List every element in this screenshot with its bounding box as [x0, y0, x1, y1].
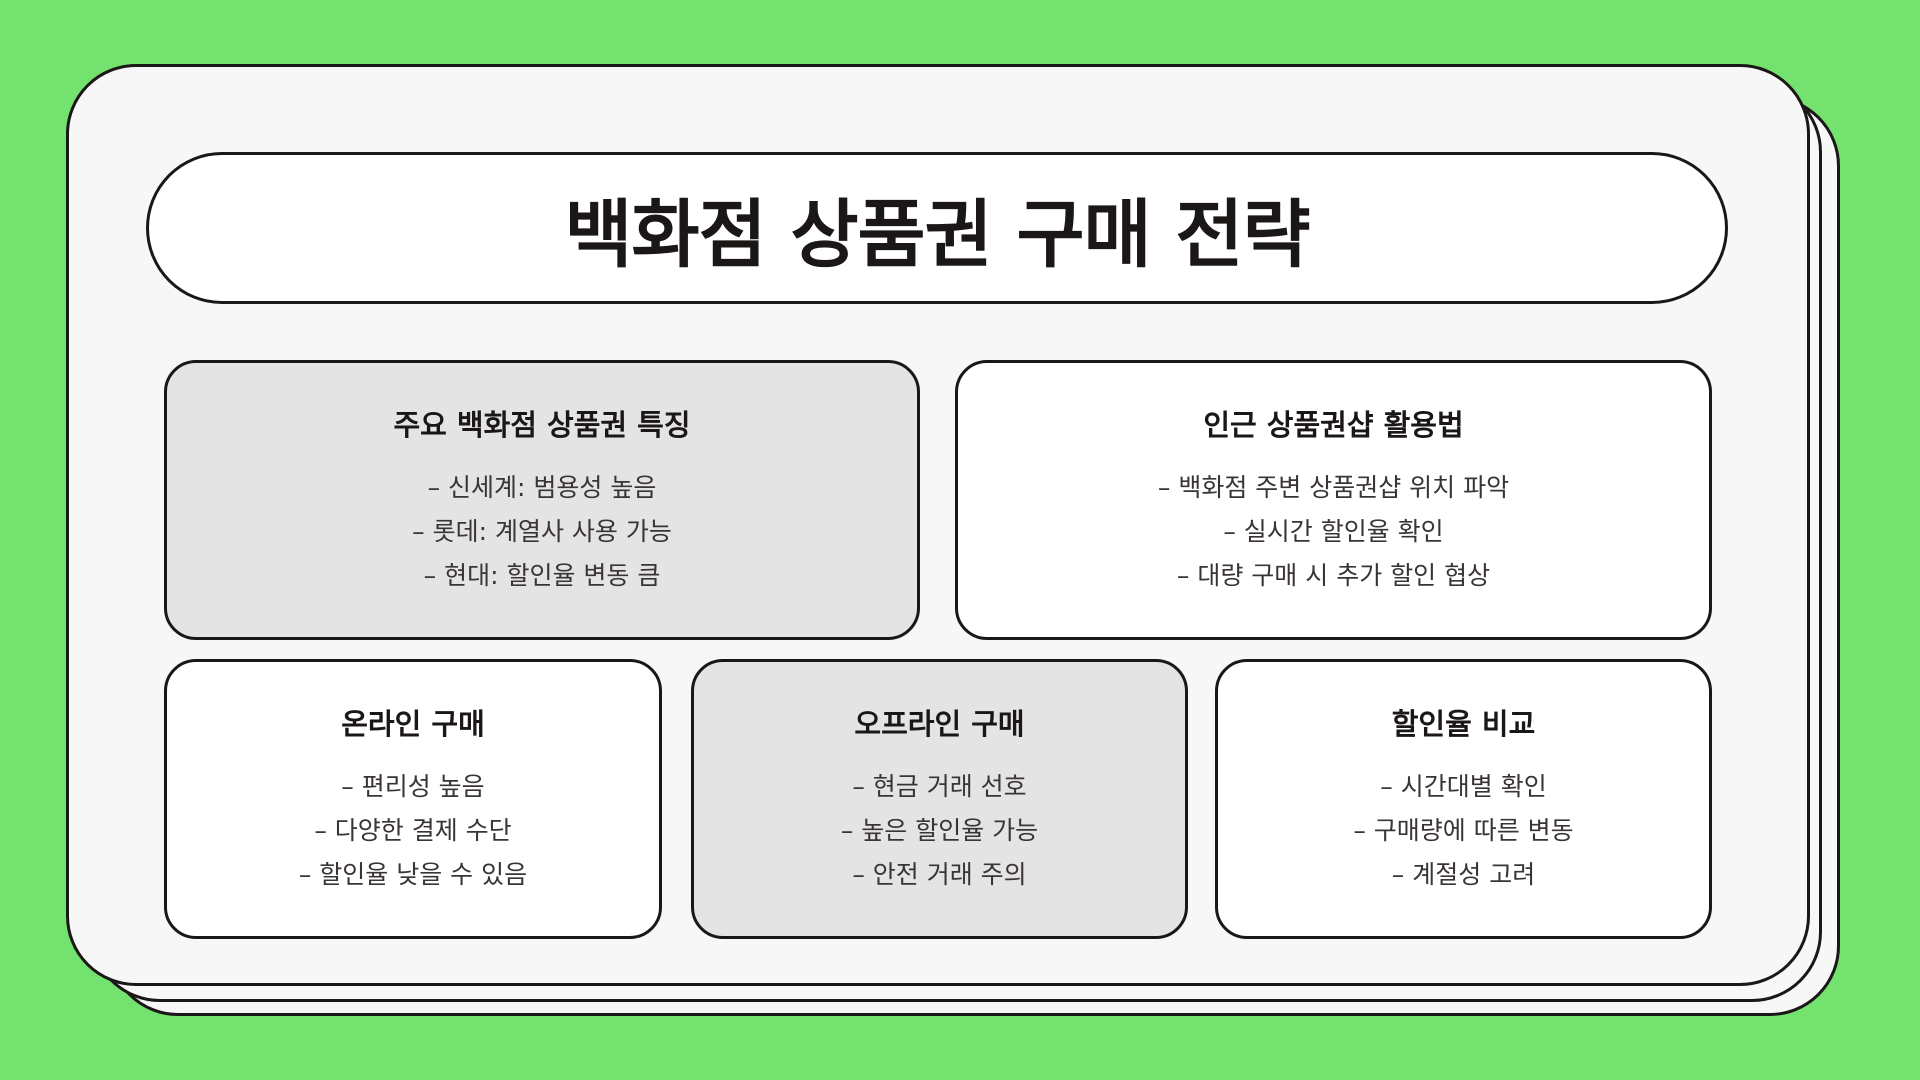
list-item: – 대량 구매 시 추가 할인 협상 [1176, 561, 1491, 590]
list-item: – 현금 거래 선호 [852, 772, 1027, 801]
card-list: – 백화점 주변 상품권샵 위치 파악 – 실시간 할인율 확인 – 대량 구매… [1158, 466, 1509, 598]
card-discount-comparison: 할인율 비교 – 시간대별 확인 – 구매량에 따른 변동 – 계절성 고려 [1215, 659, 1712, 939]
card-offline-purchase: 오프라인 구매 – 현금 거래 선호 – 높은 할인율 가능 – 안전 거래 주… [691, 659, 1188, 939]
card-title: 인근 상품권샵 활용법 [1203, 408, 1464, 442]
card-list: – 편리성 높음 – 다양한 결제 수단 – 할인율 낮을 수 있음 [299, 765, 527, 897]
card-title: 온라인 구매 [341, 707, 485, 741]
list-item: – 구매량에 따른 변동 [1353, 816, 1574, 845]
list-item: – 계절성 고려 [1391, 860, 1536, 889]
card-nearby-shop-tips: 인근 상품권샵 활용법 – 백화점 주변 상품권샵 위치 파악 – 실시간 할인… [955, 360, 1712, 640]
list-item: – 편리성 높음 [341, 772, 485, 801]
title-banner: 백화점 상품권 구매 전략 [146, 152, 1728, 304]
list-item: – 롯데: 계열사 사용 가능 [412, 517, 672, 546]
list-item: – 다양한 결제 수단 [314, 816, 512, 845]
list-item: – 시간대별 확인 [1380, 772, 1547, 801]
card-title: 주요 백화점 상품권 특징 [393, 408, 691, 442]
list-item: – 높은 할인율 가능 [840, 816, 1039, 845]
card-list: – 시간대별 확인 – 구매량에 따른 변동 – 계절성 고려 [1353, 765, 1573, 897]
card-list: – 신세계: 범용성 높음 – 롯데: 계열사 사용 가능 – 현대: 할인율 … [412, 466, 672, 598]
card-title: 할인율 비교 [1391, 707, 1536, 741]
card-online-purchase: 온라인 구매 – 편리성 높음 – 다양한 결제 수단 – 할인율 낮을 수 있… [164, 659, 662, 939]
list-item: – 백화점 주변 상품권샵 위치 파악 [1157, 473, 1510, 502]
card-department-store-features: 주요 백화점 상품권 특징 – 신세계: 범용성 높음 – 롯데: 계열사 사용… [164, 360, 920, 640]
card-list: – 현금 거래 선호 – 높은 할인율 가능 – 안전 거래 주의 [841, 765, 1038, 897]
card-title: 오프라인 구매 [854, 707, 1025, 741]
list-item: – 실시간 할인율 확인 [1223, 517, 1444, 546]
list-item: – 안전 거래 주의 [852, 860, 1027, 889]
list-item: – 신세계: 범용성 높음 [427, 473, 657, 502]
list-item: – 현대: 할인율 변동 큼 [423, 561, 661, 590]
page-title: 백화점 상품권 구매 전략 [564, 191, 1310, 278]
list-item: – 할인율 낮을 수 있음 [298, 860, 528, 889]
